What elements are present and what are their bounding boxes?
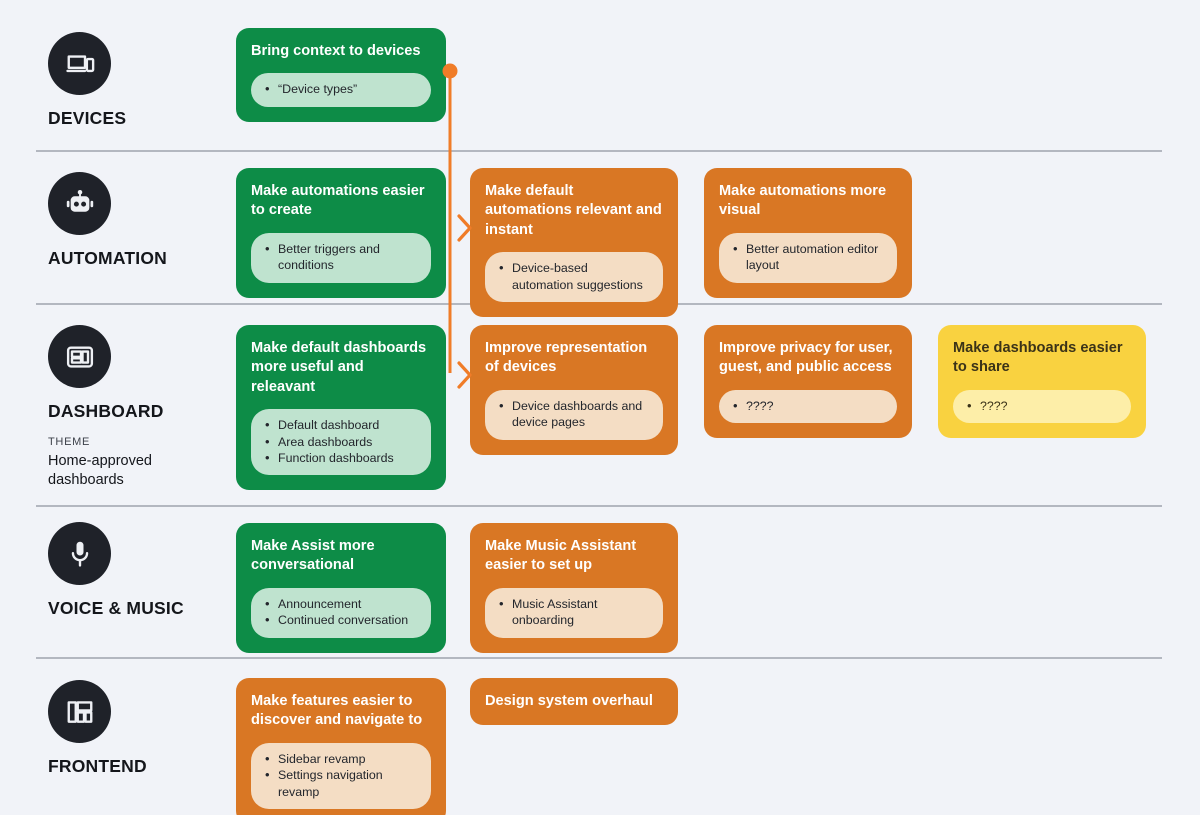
card-bullet: ????	[733, 397, 883, 415]
card-bullet-pill: Music Assistant onboarding	[485, 587, 663, 638]
roadmap-card[interactable]: Improve representation of devicesDevice …	[470, 325, 678, 455]
card-bullet-pill: Better automation editor layout	[719, 232, 897, 283]
card-bullet-pill: “Device types”	[251, 73, 431, 107]
card-bullet: Sidebar revamp	[265, 750, 417, 768]
roadmap-card[interactable]: Make default dashboards more useful and …	[236, 325, 446, 491]
roadmap-card[interactable]: Make features easier to discover and nav…	[236, 678, 446, 815]
card-bullet: Settings navigation revamp	[265, 766, 417, 800]
card-bullet: ????	[967, 397, 1117, 415]
roadmap-card[interactable]: Make automations easier to createBetter …	[236, 168, 446, 298]
card-bullet: “Device types”	[265, 80, 417, 98]
row-divider-2	[36, 505, 1162, 507]
category-label: DEVICES	[48, 108, 127, 128]
card-title: Make features easier to discover and nav…	[251, 693, 423, 729]
card-title: Make Assist more conversational	[251, 538, 375, 574]
row-divider-3	[36, 657, 1162, 659]
card-title: Design system overhaul	[485, 693, 653, 709]
card-bullet-pill: ????	[953, 389, 1131, 424]
row-header-automation: AUTOMATION	[48, 172, 233, 269]
roadmap-card[interactable]: Bring context to devices “Device types”	[236, 28, 446, 122]
card-title: Improve privacy for user, guest, and pub…	[719, 340, 893, 376]
row-header-voice-music: VOICE & MUSIC	[48, 522, 233, 619]
card-bullet: Better automation editor layout	[733, 240, 883, 274]
microphone-icon	[48, 522, 111, 585]
category-label: VOICE & MUSIC	[48, 598, 184, 618]
card-bullet: Area dashboards	[265, 433, 417, 451]
theme-kicker: THEME	[48, 436, 90, 448]
card-bullet: Device-based automation suggestions	[499, 259, 649, 293]
roadmap-card[interactable]: Make default automations relevant and in…	[470, 168, 678, 317]
card-bullet-pill: Sidebar revampSettings navigation revamp	[251, 742, 431, 809]
card-bullet: Function dashboards	[265, 449, 417, 467]
card-bullet: Better triggers and conditions	[265, 240, 417, 274]
card-bullet-pill: ????	[719, 389, 897, 424]
category-label: FRONTEND	[48, 756, 147, 776]
row-header-dashboard: DASHBOARD THEME Home-approved dashboards	[48, 325, 233, 489]
card-bullet-pill: Default dashboardArea dashboardsFunction…	[251, 409, 431, 476]
card-bullet-pill: AnnouncementContinued conversation	[251, 587, 431, 638]
card-title: Make default automations relevant and in…	[485, 183, 662, 238]
card-bullet: Continued conversation	[265, 611, 417, 629]
category-label: AUTOMATION	[48, 248, 167, 268]
robot-icon	[48, 172, 111, 235]
card-title: Make default dashboards more useful and …	[251, 340, 427, 395]
layout-icon	[48, 680, 111, 743]
card-bullet-pill: Device dashboards and device pages	[485, 389, 663, 440]
row-divider-0	[36, 150, 1162, 152]
card-title: Improve representation of devices	[485, 340, 648, 376]
dashboard-icon	[48, 325, 111, 388]
roadmap-card[interactable]: Design system overhaul	[470, 678, 678, 726]
card-title: Make Music Assistant easier to set up	[485, 538, 637, 574]
card-bullet-pill: Better triggers and conditions	[251, 232, 431, 283]
card-title: Bring context to devices	[251, 43, 421, 59]
roadmap-card[interactable]: Make Assist more conversationalAnnouncem…	[236, 523, 446, 653]
card-title: Make dashboards easier to share	[953, 340, 1123, 376]
category-label: DASHBOARD	[48, 401, 164, 421]
roadmap-card[interactable]: Improve privacy for user, guest, and pub…	[704, 325, 912, 439]
card-title: Make automations easier to create	[251, 183, 425, 219]
roadmap-card[interactable]: Make automations more visualBetter autom…	[704, 168, 912, 298]
card-bullet: Music Assistant onboarding	[499, 595, 649, 629]
roadmap-card[interactable]: Make dashboards easier to share????	[938, 325, 1146, 439]
devices-icon	[48, 32, 111, 95]
card-bullet: Announcement	[265, 595, 417, 613]
row-header-devices: DEVICES	[48, 32, 233, 129]
card-bullet: Device dashboards and device pages	[499, 397, 649, 431]
theme-text: Home-approved dashboards	[48, 453, 152, 488]
card-bullet-pill: Device-based automation suggestions	[485, 252, 663, 302]
theme-block: THEME Home-approved dashboards	[48, 436, 233, 489]
roadmap-card[interactable]: Make Music Assistant easier to set up Mus…	[470, 523, 678, 653]
row-header-frontend: FRONTEND	[48, 680, 233, 777]
card-bullet: Default dashboard	[265, 416, 417, 434]
card-title: Make automations more visual	[719, 183, 887, 219]
